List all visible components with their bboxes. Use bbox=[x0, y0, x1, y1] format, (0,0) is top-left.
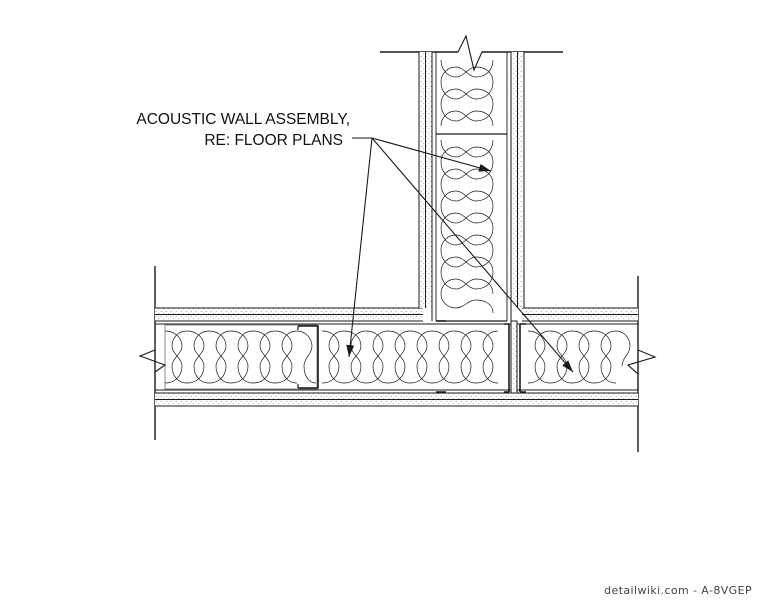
break-line-left bbox=[138, 349, 167, 373]
gypsum-board-junction bbox=[510, 320, 518, 394]
insulation-batt-vertical bbox=[440, 59, 494, 314]
insulation-batt-right bbox=[527, 330, 631, 384]
junction-track bbox=[436, 320, 446, 393]
steel-stud-horizontal-wall bbox=[297, 325, 319, 389]
insulation-batt-left bbox=[164, 324, 318, 390]
insulation-batt-center bbox=[321, 330, 499, 384]
vertical-wall bbox=[380, 34, 563, 322]
gypsum-board-top-outer-left bbox=[155, 308, 423, 314]
break-line-right bbox=[626, 349, 657, 375]
note-line-2: RE: FLOOR PLANS bbox=[204, 132, 343, 149]
junction-stud-right bbox=[504, 323, 510, 393]
gypsum-board-vertical-left-inner bbox=[426, 52, 432, 308]
junction-studs bbox=[436, 320, 526, 394]
junction-stud-far-right bbox=[519, 323, 526, 393]
gypsum-board-bottom-outer bbox=[155, 400, 638, 406]
break-line-top bbox=[457, 34, 483, 72]
gypsum-board-top-outer-right bbox=[522, 308, 638, 314]
leader-lines bbox=[346, 137, 574, 373]
leader-arrow-center-cavity bbox=[346, 137, 373, 358]
gypsum-board-top-inner-right bbox=[522, 315, 638, 321]
gypsum-board-vertical-right-outer bbox=[518, 52, 524, 308]
gypsum-board-vertical-right-inner bbox=[511, 52, 517, 308]
watermark-text: detailwiki.com - A-8VGEP bbox=[604, 584, 752, 597]
leader-arrow-vertical-wall bbox=[371, 137, 492, 172]
gypsum-board-bottom-inner bbox=[155, 393, 638, 399]
gypsum-board-vertical-left-outer bbox=[419, 52, 425, 308]
horizontal-wall bbox=[138, 266, 657, 452]
note-line-1: ACOUSTIC WALL ASSEMBLY, bbox=[136, 111, 350, 128]
gypsum-board-top-inner-left bbox=[155, 315, 423, 321]
leader-arrow-right-cavity bbox=[371, 137, 574, 373]
